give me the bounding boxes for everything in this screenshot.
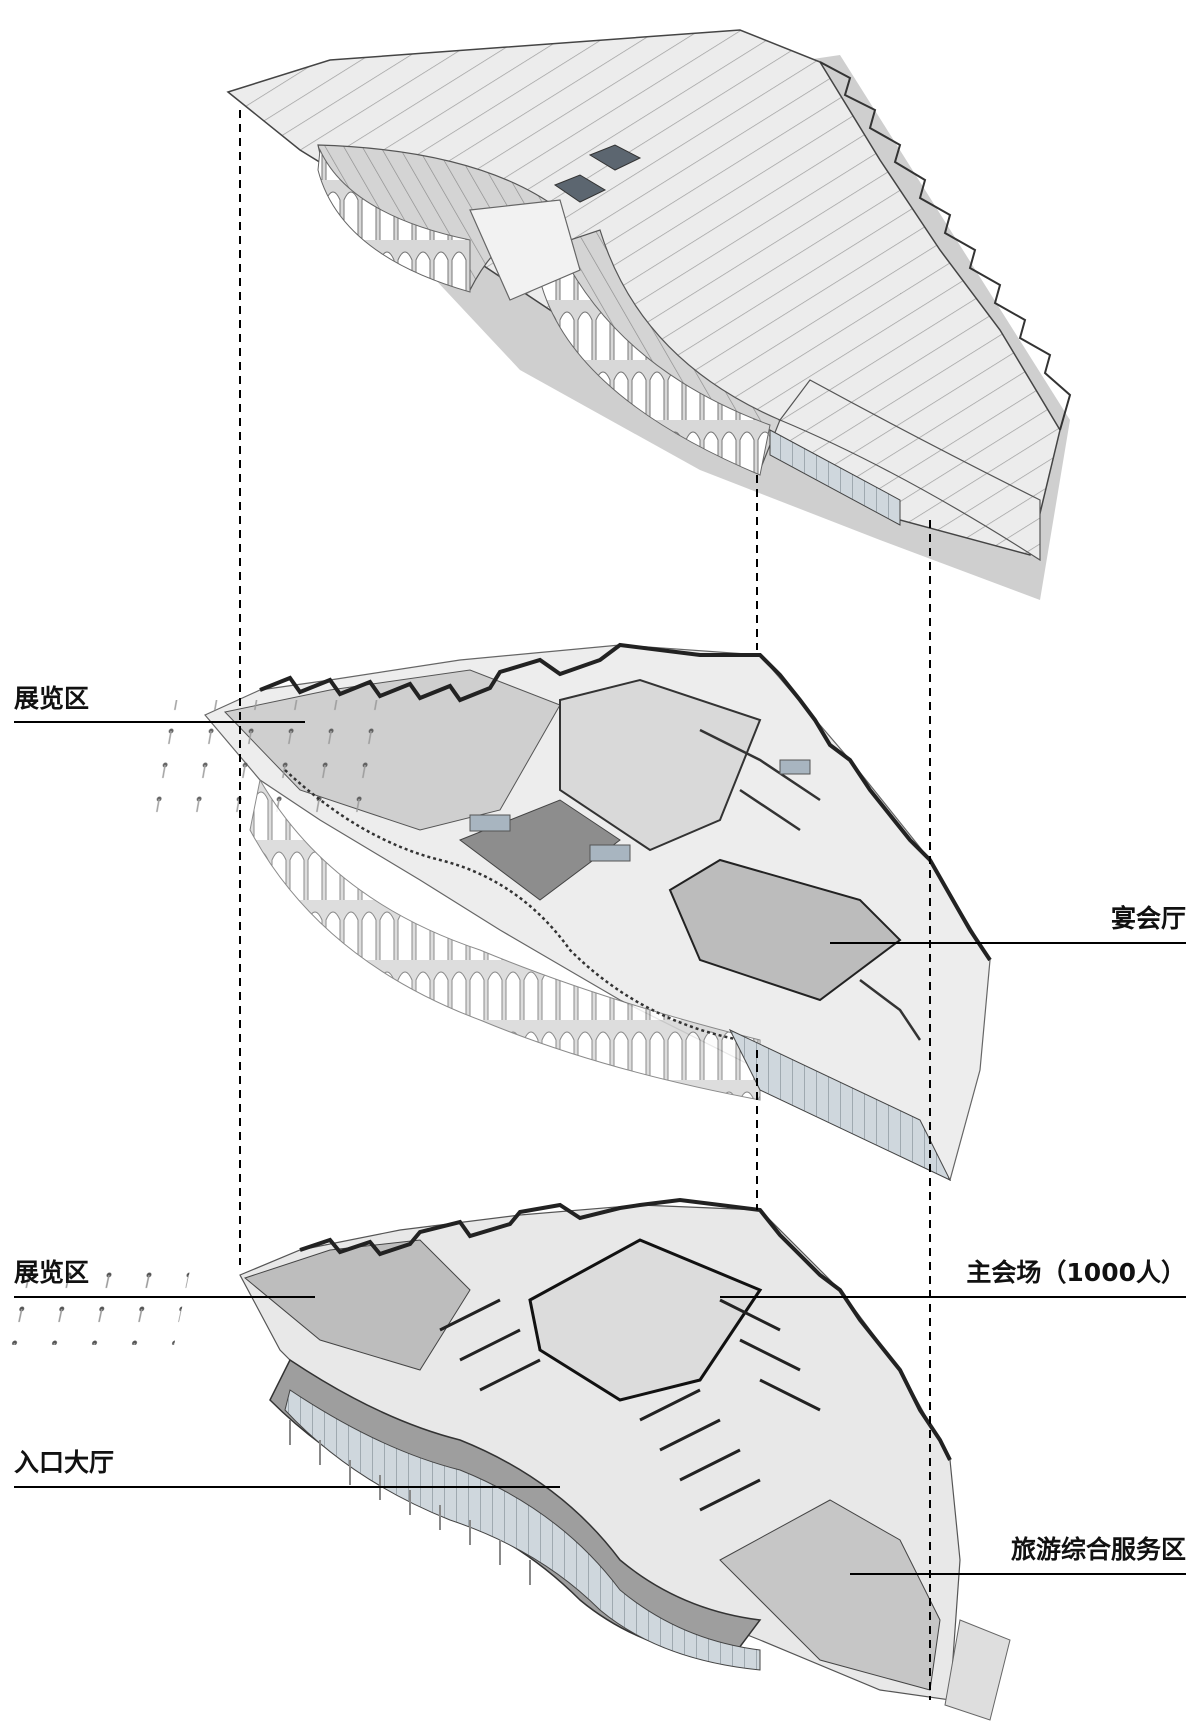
middle-room-walls bbox=[699, 728, 922, 1041]
middle-edge-detail bbox=[284, 769, 741, 1042]
ground-glazed-facade bbox=[284, 1389, 761, 1671]
ground-stepped-wall bbox=[299, 1197, 952, 1461]
roof-entrance-canopy bbox=[469, 199, 581, 301]
label-banquet-hall: 宴会厅 bbox=[1110, 904, 1186, 933]
leader-lines bbox=[14, 721, 1186, 1575]
label-exhibition-lower: 展览区 bbox=[14, 1258, 90, 1287]
middle-exhibition-columns bbox=[125, 700, 407, 820]
ground-tourism-service bbox=[719, 1499, 941, 1691]
label-tourism-service: 旅游综合服务区 bbox=[1010, 1535, 1186, 1564]
middle-floor-level bbox=[125, 642, 992, 1182]
ground-exhibition-area bbox=[243, 1239, 471, 1371]
roof-arcade-right bbox=[539, 249, 771, 476]
middle-glass-panel-3 bbox=[779, 759, 811, 775]
middle-glass-panel-1 bbox=[469, 814, 511, 832]
middle-glass-panel-2 bbox=[589, 844, 631, 862]
ground-stair bbox=[944, 1619, 1011, 1721]
label-main-hall: 主会场（1000人） bbox=[966, 1258, 1186, 1287]
roof-level bbox=[226, 29, 1072, 600]
middle-arcade bbox=[249, 778, 761, 1101]
roof-stepped-edge bbox=[819, 61, 1072, 431]
alignment-lines bbox=[239, 110, 931, 1700]
roof-arcade-left bbox=[317, 148, 471, 293]
ground-room-walls bbox=[439, 1298, 821, 1512]
middle-stepped-wall bbox=[259, 642, 992, 962]
label-entrance-lobby: 入口大厅 bbox=[14, 1448, 115, 1477]
skylight-1 bbox=[588, 144, 642, 171]
middle-atrium bbox=[559, 678, 762, 852]
skylight-2 bbox=[553, 174, 607, 203]
ground-exhibition-columns bbox=[0, 1255, 194, 1345]
ground-floor-level bbox=[0, 1197, 1011, 1721]
roof-right-wing bbox=[779, 379, 1041, 562]
middle-banquet-hall bbox=[668, 858, 902, 1002]
ground-main-hall bbox=[528, 1238, 763, 1402]
roof-glazed-base bbox=[769, 429, 901, 526]
middle-glazed-wall bbox=[728, 1028, 952, 1182]
label-exhibition-upper: 展览区 bbox=[14, 684, 90, 713]
